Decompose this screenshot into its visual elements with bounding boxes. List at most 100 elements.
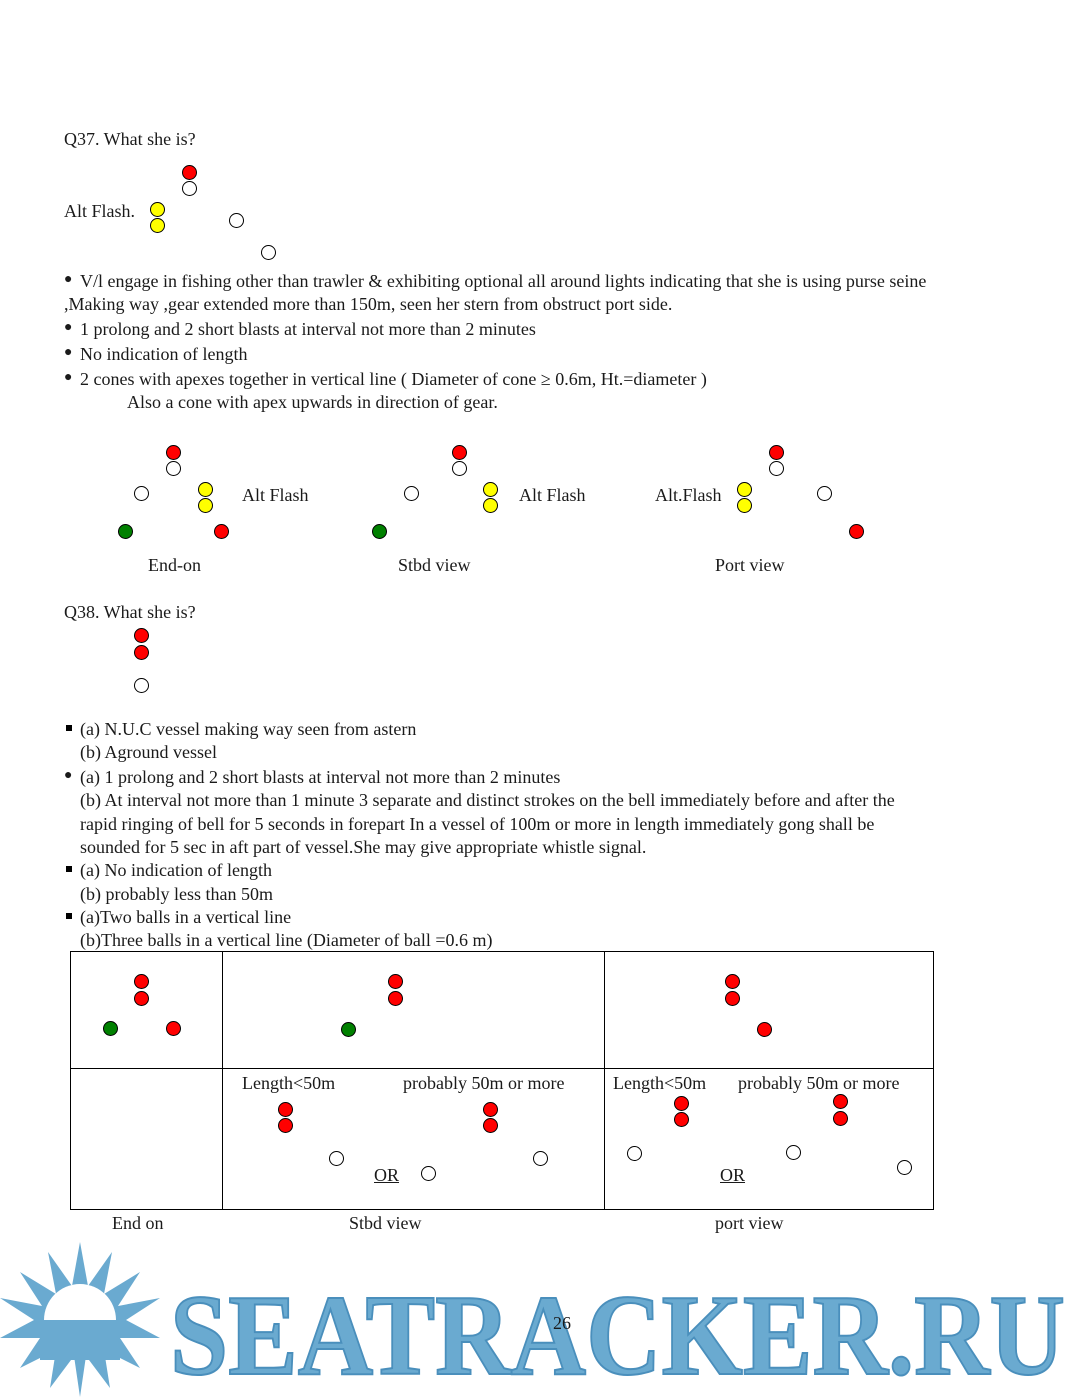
red-light [849,524,864,539]
answer-line: 2 cones with apexes together in vertical… [80,369,707,389]
yellow-light [737,498,752,513]
red-light [769,445,784,460]
red-light [166,445,181,460]
red-light [833,1111,848,1126]
table-border [70,951,934,952]
white-light [786,1145,801,1160]
length-label: Length<50m [613,1073,707,1093]
page-number: 26 [553,1313,571,1333]
white-light [769,461,784,476]
white-light [533,1151,548,1166]
red-light [833,1094,848,1109]
white-light [817,486,832,501]
red-light [483,1118,498,1133]
alt-flash-label: Alt Flash [242,485,309,505]
watermark-text: SEATRACKER.RU [170,1272,1065,1397]
red-light [134,645,149,660]
view-caption: Stbd view [349,1213,422,1233]
view-caption: Stbd view [398,555,471,575]
answer-line: 1 prolong and 2 short blasts at interval… [80,319,536,339]
yellow-light [198,498,213,513]
or-label: OR [720,1165,746,1185]
view-caption: port view [715,1213,784,1233]
table-border [933,951,934,1210]
red-light [214,524,229,539]
table-border [70,1068,934,1069]
green-light [341,1022,356,1037]
white-light [404,486,419,501]
white-light [182,181,197,196]
bullet-icon [66,725,72,731]
table-border [222,951,223,1210]
length-label: Length<50m [242,1073,336,1093]
red-light [278,1102,293,1117]
red-light [388,974,403,989]
view-caption: End-on [148,555,201,575]
table-border [70,1209,934,1210]
answer-line: (a)Two balls in a vertical line [80,907,292,927]
bullet-icon: ● [64,320,73,335]
white-light [261,245,276,260]
answer-line: (b) Aground vessel [80,742,217,762]
q37-question: Q37. What she is? [64,129,196,149]
table-border [70,951,71,1210]
length-label: probably 50m or more [738,1073,900,1093]
red-light [483,1102,498,1117]
bullet-icon: ● [64,345,73,360]
q38-question: Q38. What she is? [64,602,196,622]
yellow-light [150,202,165,217]
yellow-light [737,482,752,497]
answer-line: No indication of length [80,344,248,364]
table-border [604,951,605,1210]
white-light [421,1166,436,1181]
length-label: probably 50m or more [403,1073,565,1093]
answer-line: (a) No indication of length [80,860,272,880]
white-light [627,1146,642,1161]
white-light [134,486,149,501]
sun-logo-icon [0,1242,160,1397]
red-light [674,1112,689,1127]
answer-line: ,Making way ,gear extended more than 150… [64,294,673,314]
red-light [388,991,403,1006]
bullet-icon: ● [64,272,73,287]
answer-line: sounded for 5 sec in aft part of vessel.… [80,837,647,857]
view-caption: Port view [715,555,785,575]
answer-line: Also a cone with apex upwards in directi… [127,392,498,412]
green-light [372,524,387,539]
answer-line: (b)Three balls in a vertical line (Diame… [80,930,493,950]
red-light [134,991,149,1006]
white-light [452,461,467,476]
or-label: OR [374,1165,400,1185]
yellow-light [483,482,498,497]
answer-line: (b) probably less than 50m [80,884,273,904]
bullet-icon: ● [64,370,73,385]
red-light [674,1096,689,1111]
green-light [118,524,133,539]
red-light [757,1022,772,1037]
white-light [166,461,181,476]
white-light [229,213,244,228]
answer-line: rapid ringing of bell for 5 seconds in f… [80,814,875,834]
green-light [103,1021,118,1036]
answer-line: (a) N.U.C vessel making way seen from as… [80,719,417,739]
bullet-icon: ● [64,768,73,783]
view-caption: End on [112,1213,164,1233]
red-light [278,1118,293,1133]
red-light [725,991,740,1006]
red-light [182,165,197,180]
white-light [329,1151,344,1166]
yellow-light [483,498,498,513]
red-light [134,628,149,643]
answer-line: (a) 1 prolong and 2 short blasts at inte… [80,767,561,787]
bullet-icon [66,866,72,872]
white-light [897,1160,912,1175]
alt-flash-label: Alt Flash. [64,201,136,221]
answer-line: V/l engage in fishing other than trawler… [80,271,927,291]
red-light [166,1021,181,1036]
watermark-banner: SEATRACKER.RU [0,1242,1066,1397]
answer-line: (b) At interval not more than 1 minute 3… [80,790,895,810]
bullet-icon [66,913,72,919]
red-light [134,974,149,989]
red-light [452,445,467,460]
red-light [725,974,740,989]
